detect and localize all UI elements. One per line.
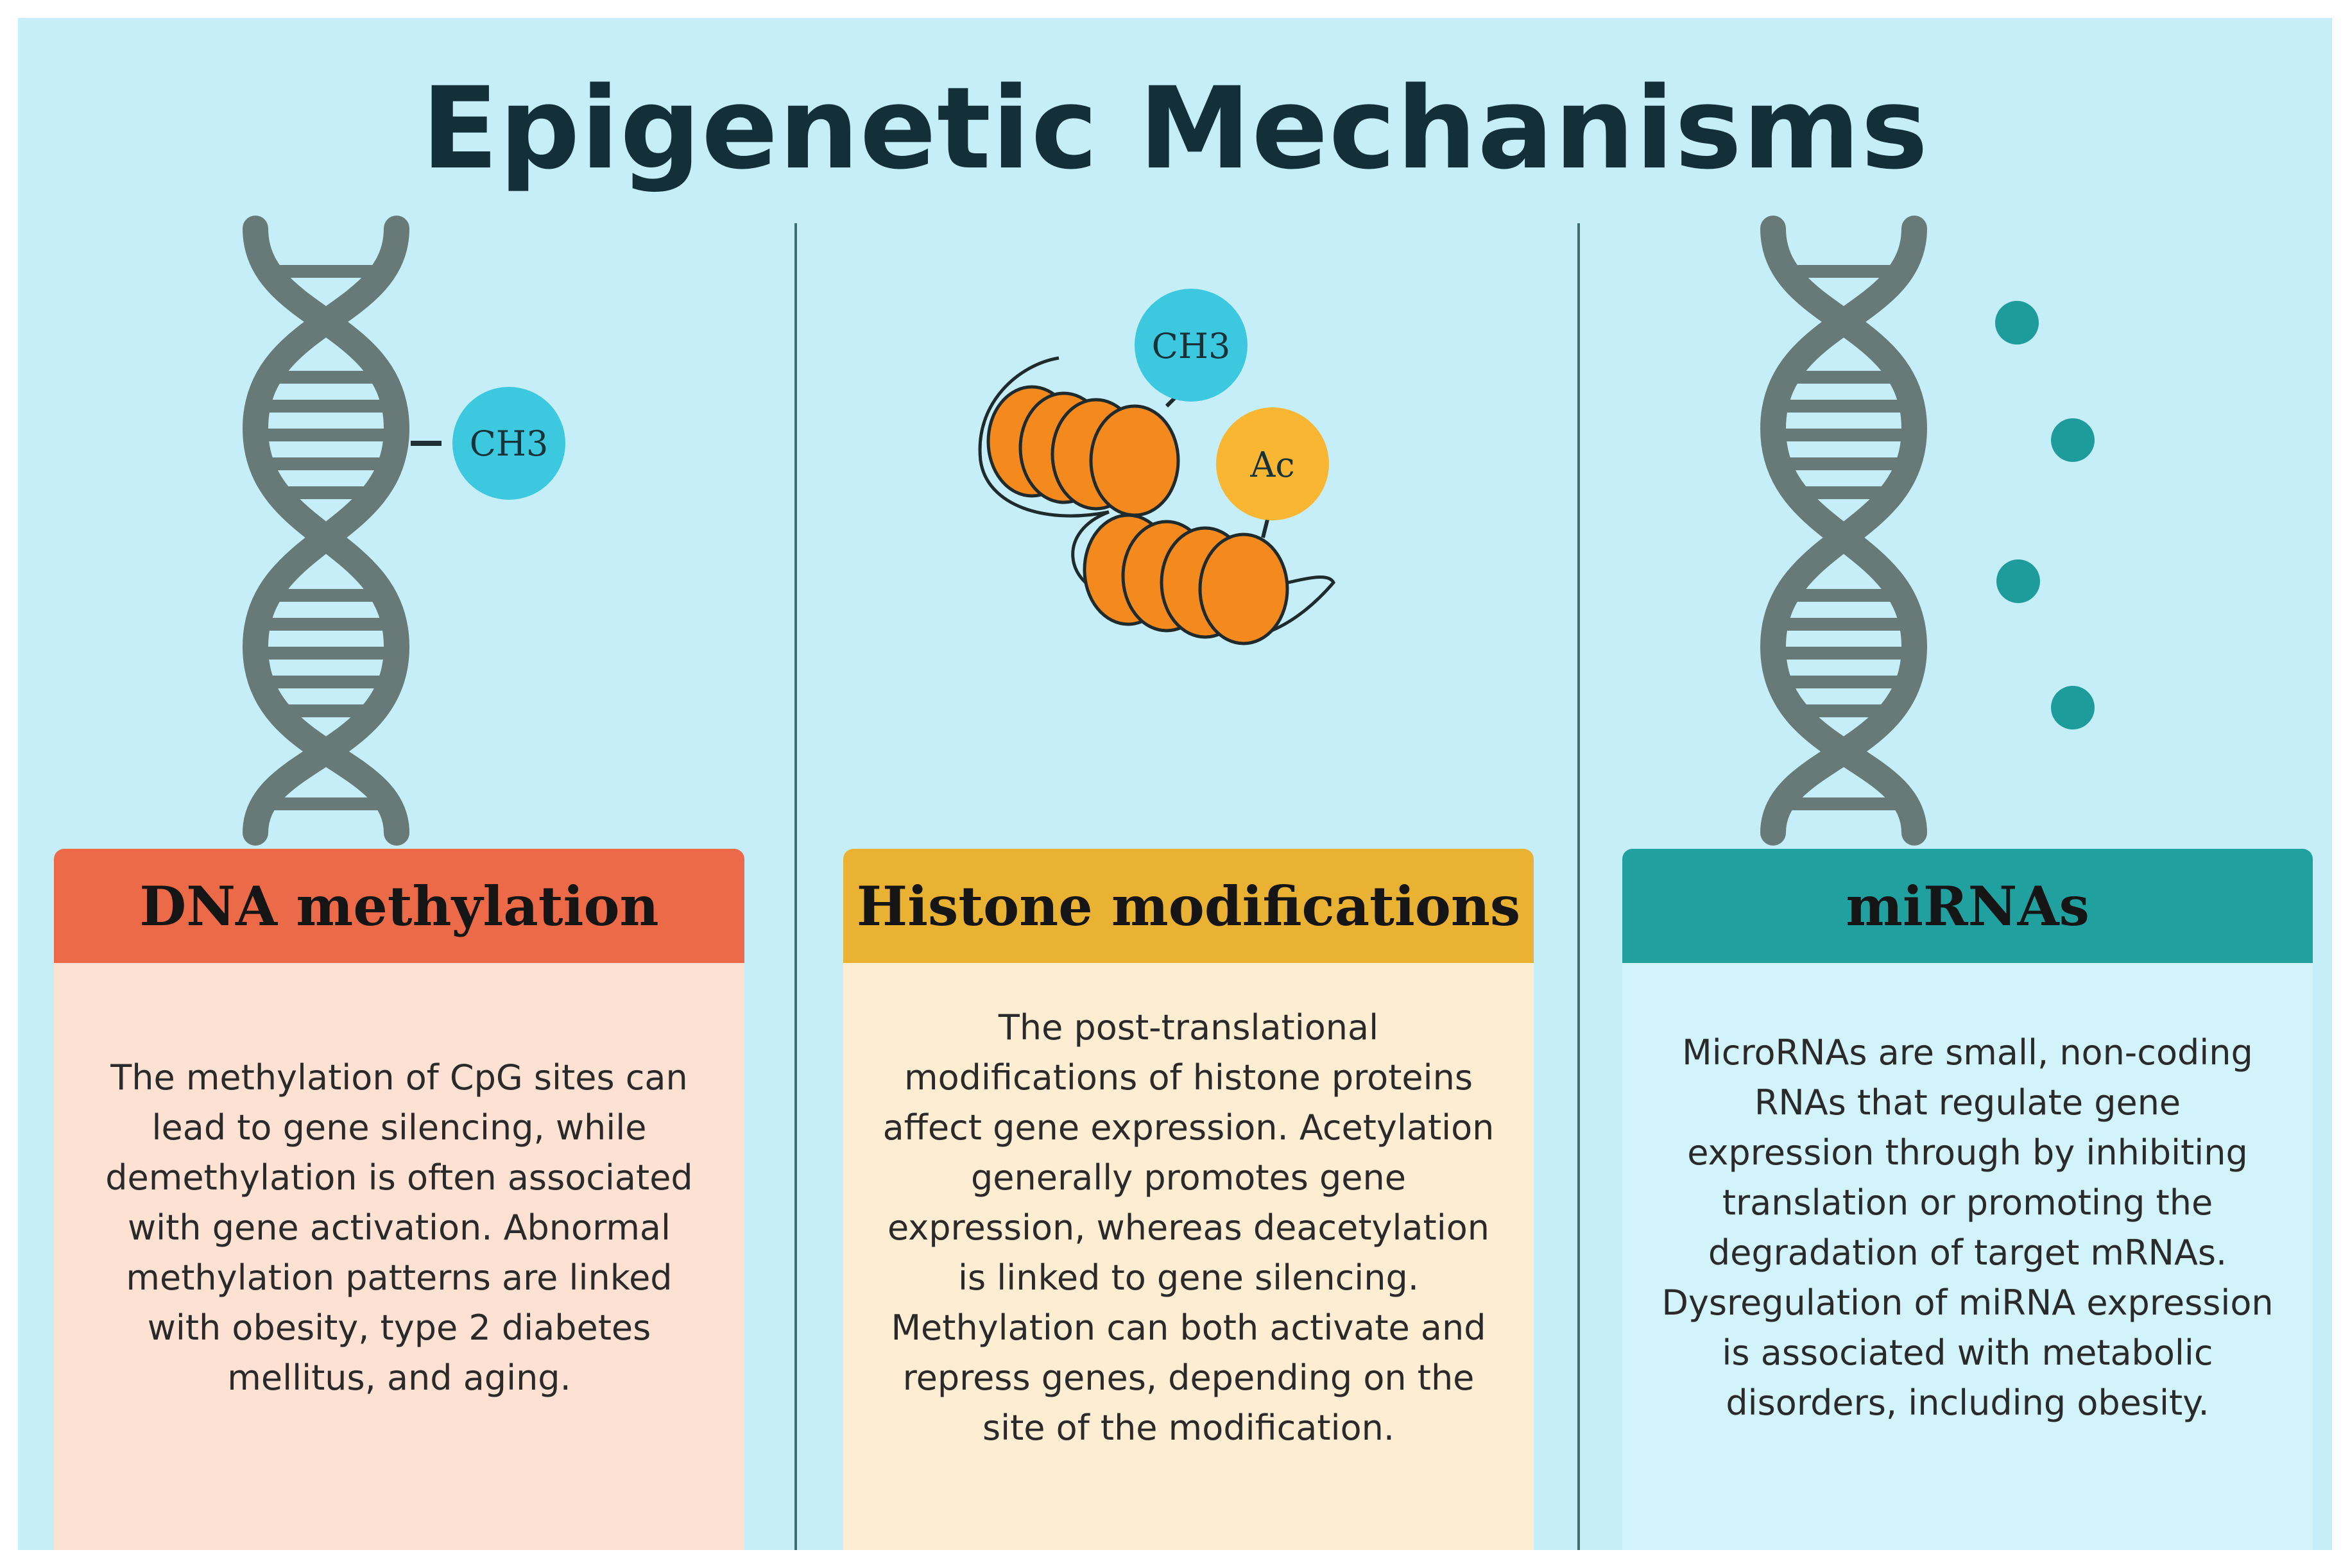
card-title: miRNAs [1622, 849, 2313, 963]
acetyl-group-icon [1216, 407, 1329, 520]
infographic-panel: Epigenetic Mechanisms [18, 18, 2332, 1550]
methyl-group-icon [452, 387, 565, 500]
column-divider-left [794, 223, 797, 1550]
dna-helix-icon: CH3 [242, 216, 565, 846]
card-description: The post-translational modifications of … [882, 1007, 1495, 1448]
methyl-label: CH3 [470, 423, 549, 464]
card-body: MicroRNAs are small, non-coding RNAs tha… [1622, 963, 2313, 1550]
mirna-dot [2051, 418, 2095, 462]
card-title: Histone modifications [843, 849, 1534, 963]
card-histone-modifications: Histone modifications The post-translati… [843, 849, 1534, 1550]
column-divider-right [1577, 223, 1580, 1550]
mirna-dot [1995, 301, 2039, 345]
nucleosome-icon: CH3 Ac [978, 289, 1335, 645]
card-dna-methylation: DNA methylation The methylation of CpG s… [54, 849, 744, 1550]
histone-methyl-label: CH3 [1152, 326, 1231, 366]
illustrations: CH3 CH3 Ac [242, 216, 2095, 846]
card-body: The post-translational modifications of … [843, 963, 1534, 1550]
mirna-dots [1995, 301, 2095, 729]
card-description: The methylation of CpG sites can lead to… [105, 1057, 693, 1398]
card-description: MicroRNAs are small, non-coding RNAs tha… [1661, 1032, 2274, 1423]
dna-helix-icon-mirna [1760, 216, 1928, 846]
card-body: The methylation of CpG sites can lead to… [54, 963, 744, 1550]
page-title: Epigenetic Mechanisms [421, 63, 1929, 194]
histone-methyl-icon [1135, 289, 1248, 402]
acetyl-label: Ac [1249, 445, 1294, 485]
card-title: DNA methylation [54, 849, 744, 963]
card-mirnas: miRNAs MicroRNAs are small, non-coding R… [1622, 849, 2313, 1550]
mirna-dot [2051, 686, 2095, 729]
mirna-dot [1996, 559, 2040, 603]
